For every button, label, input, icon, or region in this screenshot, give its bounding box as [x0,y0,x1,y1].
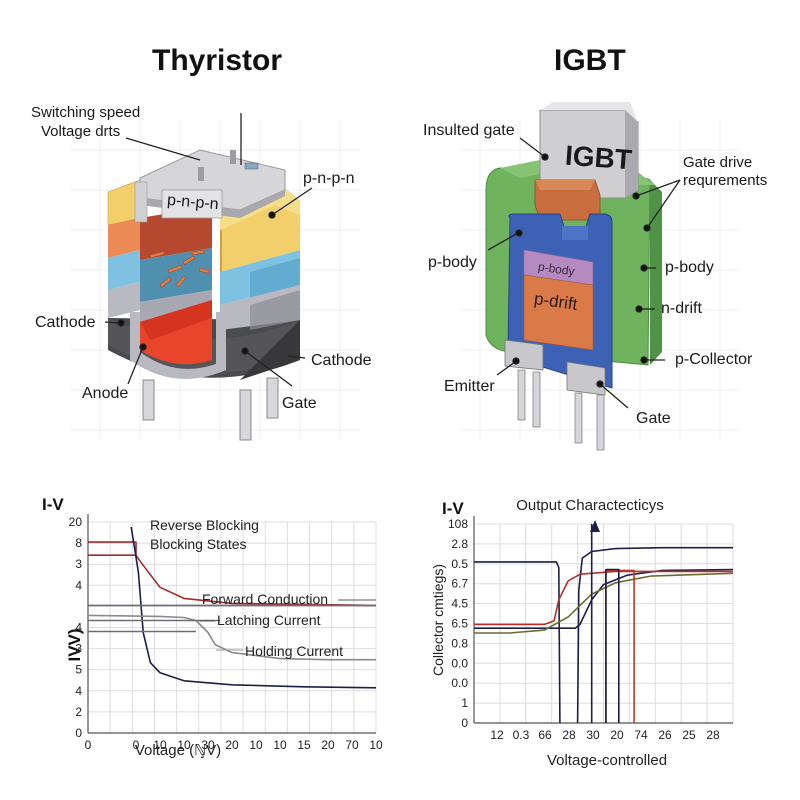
x-tick-label: 10 [177,738,191,752]
chart-left-ylabel: IVV) [65,628,84,661]
annotation-2: Forward Conduction [202,591,328,607]
x-tick-label: 66 [538,728,552,742]
y-tick-label: 8 [75,536,82,550]
y-tick-label: 0.5 [451,557,468,571]
label-p-body-left: p-body [428,254,477,271]
y-tick-label: 1 [461,696,468,710]
chart-right-title: Output Charactecticys [516,497,664,514]
x-tick-label: 0 [85,738,92,752]
y-tick-label: 4 [75,578,82,592]
annotation-3: Latching Current [217,612,321,628]
series-line-6 [605,568,620,723]
igbt-diagram [460,102,740,451]
x-tick-label: 10 [369,738,383,752]
y-tick-label: 0 [75,726,82,740]
thyristor-leaders [104,113,313,387]
thyristor-left-layers [107,179,141,318]
up-arrow-icon [590,520,600,532]
igbt-leads [504,339,606,451]
thyristor-legs [142,377,279,441]
chart-right-corner-title: I-V [442,499,464,518]
thyristor-cutaway [130,206,226,379]
y-tick-label: 2 [75,705,82,719]
y-tick-label: 108 [448,517,468,531]
igbt-leaders [487,137,681,409]
x-tick-label: 20 [321,738,335,752]
y-tick-label: 3 [75,557,82,571]
series-line-4 [474,572,734,634]
y-tick-label: 20 [69,515,83,529]
series-line-0 [88,541,377,607]
label-voltage-drts: Voltage drts [41,123,121,140]
x-tick-label: 10 [153,738,167,752]
y-tick-label: 0.0 [451,676,468,690]
igbt-output-chart: Output Charactecticys I-V Voltage-contro… [430,497,734,769]
igbt-chip [539,102,639,199]
series-line-3 [87,614,376,661]
igbt-title: IGBT [554,44,626,77]
x-tick-label: 0.3 [513,728,530,742]
label-gate-drive-2: requrements [683,172,768,189]
label-switching-speed: Switching speed [31,104,141,121]
annotation-1: Blocking States [150,536,247,552]
label-p-collector: p-Collector [675,351,753,368]
y-tick-label: 0 [461,716,468,730]
x-tick-label: 0 [133,738,140,752]
y-tick-label: 0.0 [451,656,468,670]
label-emitter: Emitter [444,378,495,395]
chart-left-corner-title: I-V [42,495,64,514]
label-gate-drive-1: Gate drive [683,154,753,171]
y-tick-label: 6.5 [451,617,468,631]
label-n-drift: n-drift [661,300,702,317]
x-tick-label: 28 [706,728,720,742]
label-pnpn-right: p-n-p-n [303,170,355,187]
x-tick-label: 70 [345,738,359,752]
annotation-4: Holding Current [245,643,343,659]
y-tick-label: 0.8 [451,636,468,650]
chart-right-ylabel: Collector cmtiegs) [430,564,446,676]
x-tick-label: 30 [586,728,600,742]
label-insulted-gate: Insulted gate [423,122,515,139]
x-tick-label: 12 [490,728,504,742]
x-tick-label: 20 [225,738,239,752]
thyristor-diagram [70,113,360,441]
label-cathode-left: Cathode [35,314,96,331]
label-cathode-right: Cathode [311,352,372,369]
series-line-2 [474,561,561,724]
igbt-chip-label: IGBT [564,139,633,176]
series-line-3 [474,570,733,626]
x-tick-label: 74 [634,728,648,742]
x-tick-label: 30 [201,738,215,752]
x-tick-label: 25 [682,728,696,742]
label-igbt-gate: Gate [636,410,671,427]
x-tick-label: 10 [249,738,263,752]
x-tick-label: 26 [658,728,672,742]
y-tick-label: 4 [75,684,82,698]
y-tick-label: 2.8 [451,537,468,551]
chart-left-xlabel: Voltage (ℕ̧V) [135,742,221,759]
x-tick-label: 10 [273,738,287,752]
annotation-0: Reverse Blocking [150,517,259,533]
thyristor-title: Thyristor [152,44,283,77]
x-tick-label: 15 [297,738,311,752]
igbt-p-drift-layer [523,274,594,351]
x-tick-label: 20 [610,728,624,742]
label-gate: Gate [282,395,317,412]
y-tick-label: 6.7 [451,577,468,591]
thyristor-cap [134,149,286,223]
x-tick-label: 28 [562,728,576,742]
y-tick-label: 3 [75,642,82,656]
label-p-body-right: p-body [665,259,714,276]
series-line-2 [130,526,377,689]
chart-right-xlabel: Voltage-controlled [547,752,667,769]
y-tick-label: 5 [75,663,82,677]
y-tick-label: 4.5 [451,597,468,611]
y-tick-label: 4 [75,621,82,635]
label-anode: Anode [82,385,129,402]
